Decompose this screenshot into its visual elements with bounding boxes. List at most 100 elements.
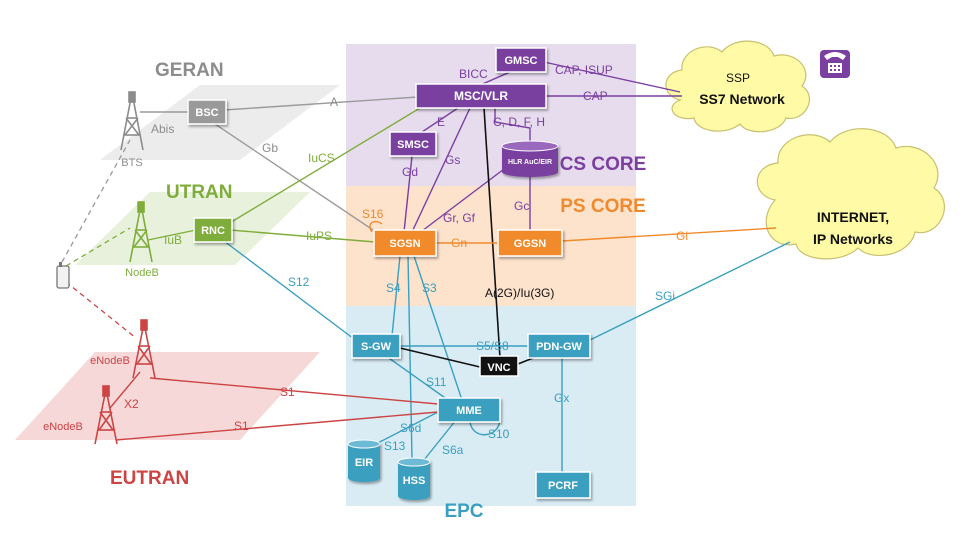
line-ggsn-internet: [561, 227, 777, 242]
line-mme-eir: [371, 411, 439, 447]
enodeb1-label: eNodeB: [90, 355, 130, 367]
eir-label: EIR: [355, 457, 373, 469]
line-msc-sgsn-gs: [411, 107, 471, 233]
bsc-node: [187, 99, 227, 125]
bsc-label: BSC: [195, 107, 218, 119]
eutran-plane: [15, 352, 320, 440]
line-enodeb1-mme: [149, 377, 439, 405]
if-s16: S16: [362, 207, 384, 221]
line-msc-hlr: [494, 108, 531, 146]
line-bsc-msc: [223, 96, 419, 111]
if-cap: CAP: [583, 89, 608, 103]
if-cdfh: C, D, F, H: [493, 115, 545, 129]
if-grgf: Gr, Gf: [443, 211, 476, 225]
if-s6a: S6a: [442, 443, 464, 457]
line-msc-vnc: [483, 107, 501, 359]
gmsc-label: GMSC: [505, 55, 538, 67]
smsc-node: [389, 131, 437, 157]
internet-cloud: [756, 128, 945, 260]
if-s10: S10: [488, 427, 510, 441]
line-hlr-sgsn: [417, 165, 509, 235]
if-bicc: BICC: [459, 67, 488, 81]
bts-tower-icon: [120, 91, 144, 151]
line-mme-hss: [423, 419, 457, 461]
msc-vlr-node: [415, 83, 547, 109]
bts-label: BTS: [121, 157, 142, 169]
if-cap-isup: CAP, ISUP: [555, 63, 613, 77]
if-s11: S11: [426, 375, 447, 389]
pcrf-node: [535, 471, 591, 499]
sgw-node: [351, 333, 401, 359]
if-iucs: IuCS: [308, 151, 335, 165]
line-enodeb-x2: [109, 371, 141, 409]
pdngw-node: [527, 333, 591, 359]
mme-label: MME: [456, 405, 482, 417]
if-gi: Gi: [676, 229, 688, 243]
if-s1-bottom: S1: [234, 419, 249, 433]
rnc-node: [193, 217, 233, 243]
epc-title: EPC: [444, 501, 483, 522]
line-mme-sgsn-s3: [413, 255, 463, 401]
line-rnc-msc: [227, 107, 421, 225]
line-sgw-sgsn: [391, 255, 401, 337]
msc-vlr-label: MSC/VLR: [454, 89, 508, 103]
ggsn-label: GGSN: [514, 238, 546, 250]
gmsc-node: [495, 47, 547, 73]
if-gc: Gc: [514, 199, 529, 213]
mobile-phone-icon: [56, 262, 70, 289]
if-s6d: S6d: [400, 421, 421, 435]
if-gn: Gn: [451, 236, 467, 250]
sgsn-node: [373, 229, 437, 257]
if-gd: Gd: [402, 165, 418, 179]
cs-core-region: [346, 44, 636, 186]
smsc-label: SMSC: [397, 139, 429, 151]
telephone-icon: [820, 50, 850, 78]
pdngw-label: PDN-GW: [536, 341, 582, 353]
if-s4: S4: [386, 281, 401, 295]
vnc-label: VNC: [487, 362, 510, 374]
pcrf-label: PCRF: [548, 480, 578, 492]
line-ue-enodeb: [65, 281, 137, 339]
if-a2g-iu3g: A(2G)/Iu(3G): [485, 286, 554, 300]
if-x2: X2: [124, 397, 139, 411]
ss7-cloud: [665, 40, 811, 133]
if-sgi: SGi: [655, 289, 675, 303]
if-iups: IuPS: [306, 229, 332, 243]
if-iub: IuB: [164, 233, 182, 247]
if-gs: Gs: [445, 153, 460, 167]
internet-label-line2: IP Networks: [813, 231, 893, 247]
nodeb-label: NodeB: [125, 267, 159, 279]
ssp-label: SSP: [726, 71, 750, 85]
sgw-label: S-GW: [361, 341, 392, 353]
line-sgw-mme: [385, 355, 449, 401]
if-s3: S3: [422, 281, 437, 295]
if-s1-top: S1: [280, 385, 295, 399]
line-smsc-sgsn: [403, 155, 413, 233]
s16-loop-icon: [369, 220, 383, 233]
geran-title: GERAN: [155, 60, 224, 81]
mme-node: [437, 397, 501, 423]
if-s13: S13: [384, 439, 406, 453]
utran-title: UTRAN: [166, 182, 233, 203]
line-rnc-sgsn: [229, 229, 376, 243]
if-s12: S12: [288, 275, 310, 289]
ss7-label: SS7 Network: [699, 91, 785, 107]
line-msc-smsc: [421, 107, 459, 133]
if-gx: Gx: [554, 391, 569, 405]
enodeb1-tower-icon: [132, 319, 156, 379]
line-bsc-sgsn: [211, 121, 386, 239]
if-e: E: [437, 115, 445, 129]
line-mme-loop-s10: [469, 417, 501, 436]
nodeb-tower-icon: [129, 201, 153, 263]
eir-database-node: [347, 439, 381, 482]
internet-label-line1: INTERNET,: [817, 209, 889, 225]
line-sgw-vnc: [399, 347, 481, 368]
rnc-label: RNC: [201, 225, 225, 237]
hlr-database-node: [501, 140, 559, 177]
line-gmsc-ss7: [543, 61, 681, 93]
eutran-title: EUTRAN: [110, 468, 189, 489]
if-abis: Abis: [151, 122, 174, 136]
enodeb2-tower-icon: [94, 385, 118, 445]
line-rnc-sgw: [219, 237, 359, 343]
